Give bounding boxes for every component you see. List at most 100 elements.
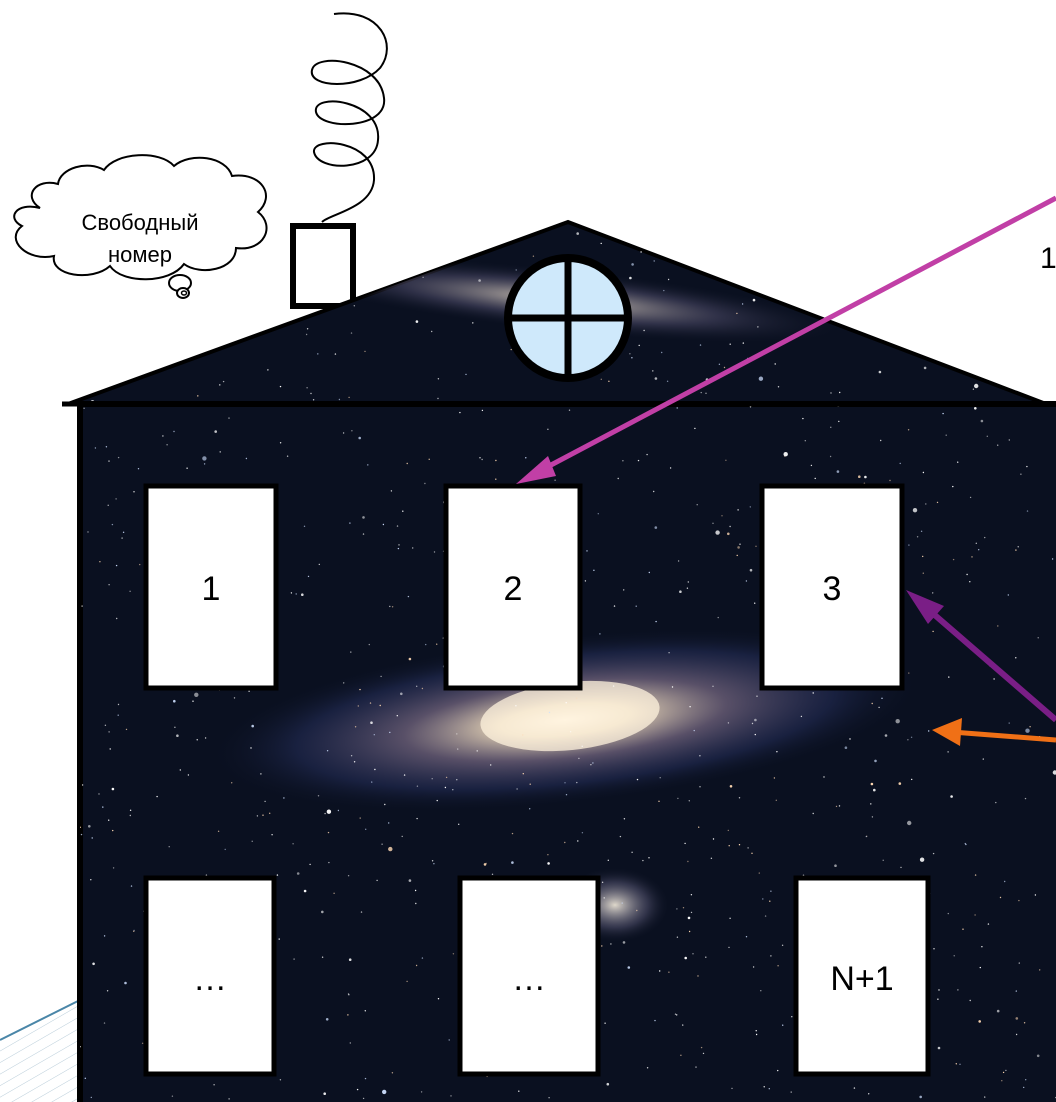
star: [133, 930, 135, 932]
star: [476, 750, 478, 752]
star: [732, 261, 737, 266]
star: [679, 590, 682, 593]
star: [398, 544, 400, 546]
star: [613, 605, 616, 607]
star: [491, 873, 494, 875]
star: [653, 260, 655, 262]
star: [604, 1022, 606, 1024]
star: [1015, 281, 1018, 284]
room-label-1: 1: [202, 570, 221, 608]
star: [978, 1020, 981, 1023]
star: [874, 759, 877, 763]
star: [309, 863, 311, 866]
star: [389, 731, 391, 734]
star: [358, 436, 362, 440]
star: [600, 242, 602, 245]
star: [123, 338, 126, 340]
star: [646, 1067, 649, 1069]
arrow-to-room-3: [906, 590, 1056, 723]
star: [260, 773, 262, 775]
star: [749, 568, 753, 572]
star: [111, 787, 115, 791]
star: [623, 589, 625, 591]
room-label-2: 2: [504, 570, 523, 608]
star: [415, 964, 418, 967]
star: [231, 782, 233, 784]
star: [522, 773, 524, 775]
star: [414, 889, 417, 892]
star: [286, 455, 289, 457]
star: [900, 866, 902, 869]
star: [103, 1022, 106, 1024]
star: [321, 956, 324, 958]
star: [1014, 372, 1016, 374]
star: [374, 768, 376, 771]
star: [622, 941, 626, 944]
star: [347, 1014, 349, 1016]
star: [728, 845, 730, 847]
star: [773, 777, 776, 779]
star: [984, 1096, 986, 1098]
star: [712, 685, 714, 687]
star: [548, 1097, 550, 1099]
star: [384, 803, 386, 806]
star: [966, 573, 968, 576]
star: [382, 523, 385, 526]
star: [359, 817, 361, 819]
star: [400, 692, 403, 696]
star: [1037, 637, 1039, 639]
star: [912, 508, 918, 513]
star: [554, 479, 556, 481]
star: [664, 234, 667, 237]
star: [600, 378, 602, 380]
star: [510, 348, 512, 351]
star: [495, 459, 497, 462]
star: [677, 797, 679, 800]
star: [1052, 770, 1056, 775]
star: [882, 859, 884, 861]
star: [783, 452, 788, 457]
star: [433, 256, 435, 258]
star: [722, 227, 724, 229]
star: [376, 879, 378, 882]
star: [359, 688, 361, 691]
star: [83, 407, 85, 409]
star: [213, 1084, 215, 1086]
star: [830, 392, 832, 394]
star: [938, 989, 940, 991]
star: [775, 799, 777, 801]
star: [741, 303, 744, 305]
star: [228, 1098, 230, 1100]
star: [106, 990, 109, 992]
star: [584, 580, 587, 582]
star: [117, 456, 120, 459]
star: [838, 805, 841, 807]
star: [271, 834, 273, 836]
star: [839, 391, 841, 394]
star: [791, 235, 796, 241]
star: [686, 587, 689, 589]
star: [936, 501, 939, 504]
star: [576, 781, 578, 784]
star: [368, 643, 370, 646]
star: [428, 458, 430, 460]
star: [391, 1072, 394, 1074]
star: [723, 366, 726, 369]
star: [354, 726, 357, 728]
star: [203, 463, 206, 465]
star: [834, 864, 837, 867]
star: [511, 832, 514, 835]
star: [899, 462, 901, 465]
star: [984, 265, 986, 267]
star: [654, 1019, 656, 1022]
star: [565, 794, 568, 796]
star: [98, 793, 100, 795]
star: [932, 233, 936, 237]
star: [444, 786, 447, 789]
star: [710, 857, 713, 859]
star: [629, 353, 631, 355]
star: [871, 702, 873, 705]
star: [965, 229, 967, 231]
star: [412, 547, 414, 549]
star: [279, 385, 282, 388]
